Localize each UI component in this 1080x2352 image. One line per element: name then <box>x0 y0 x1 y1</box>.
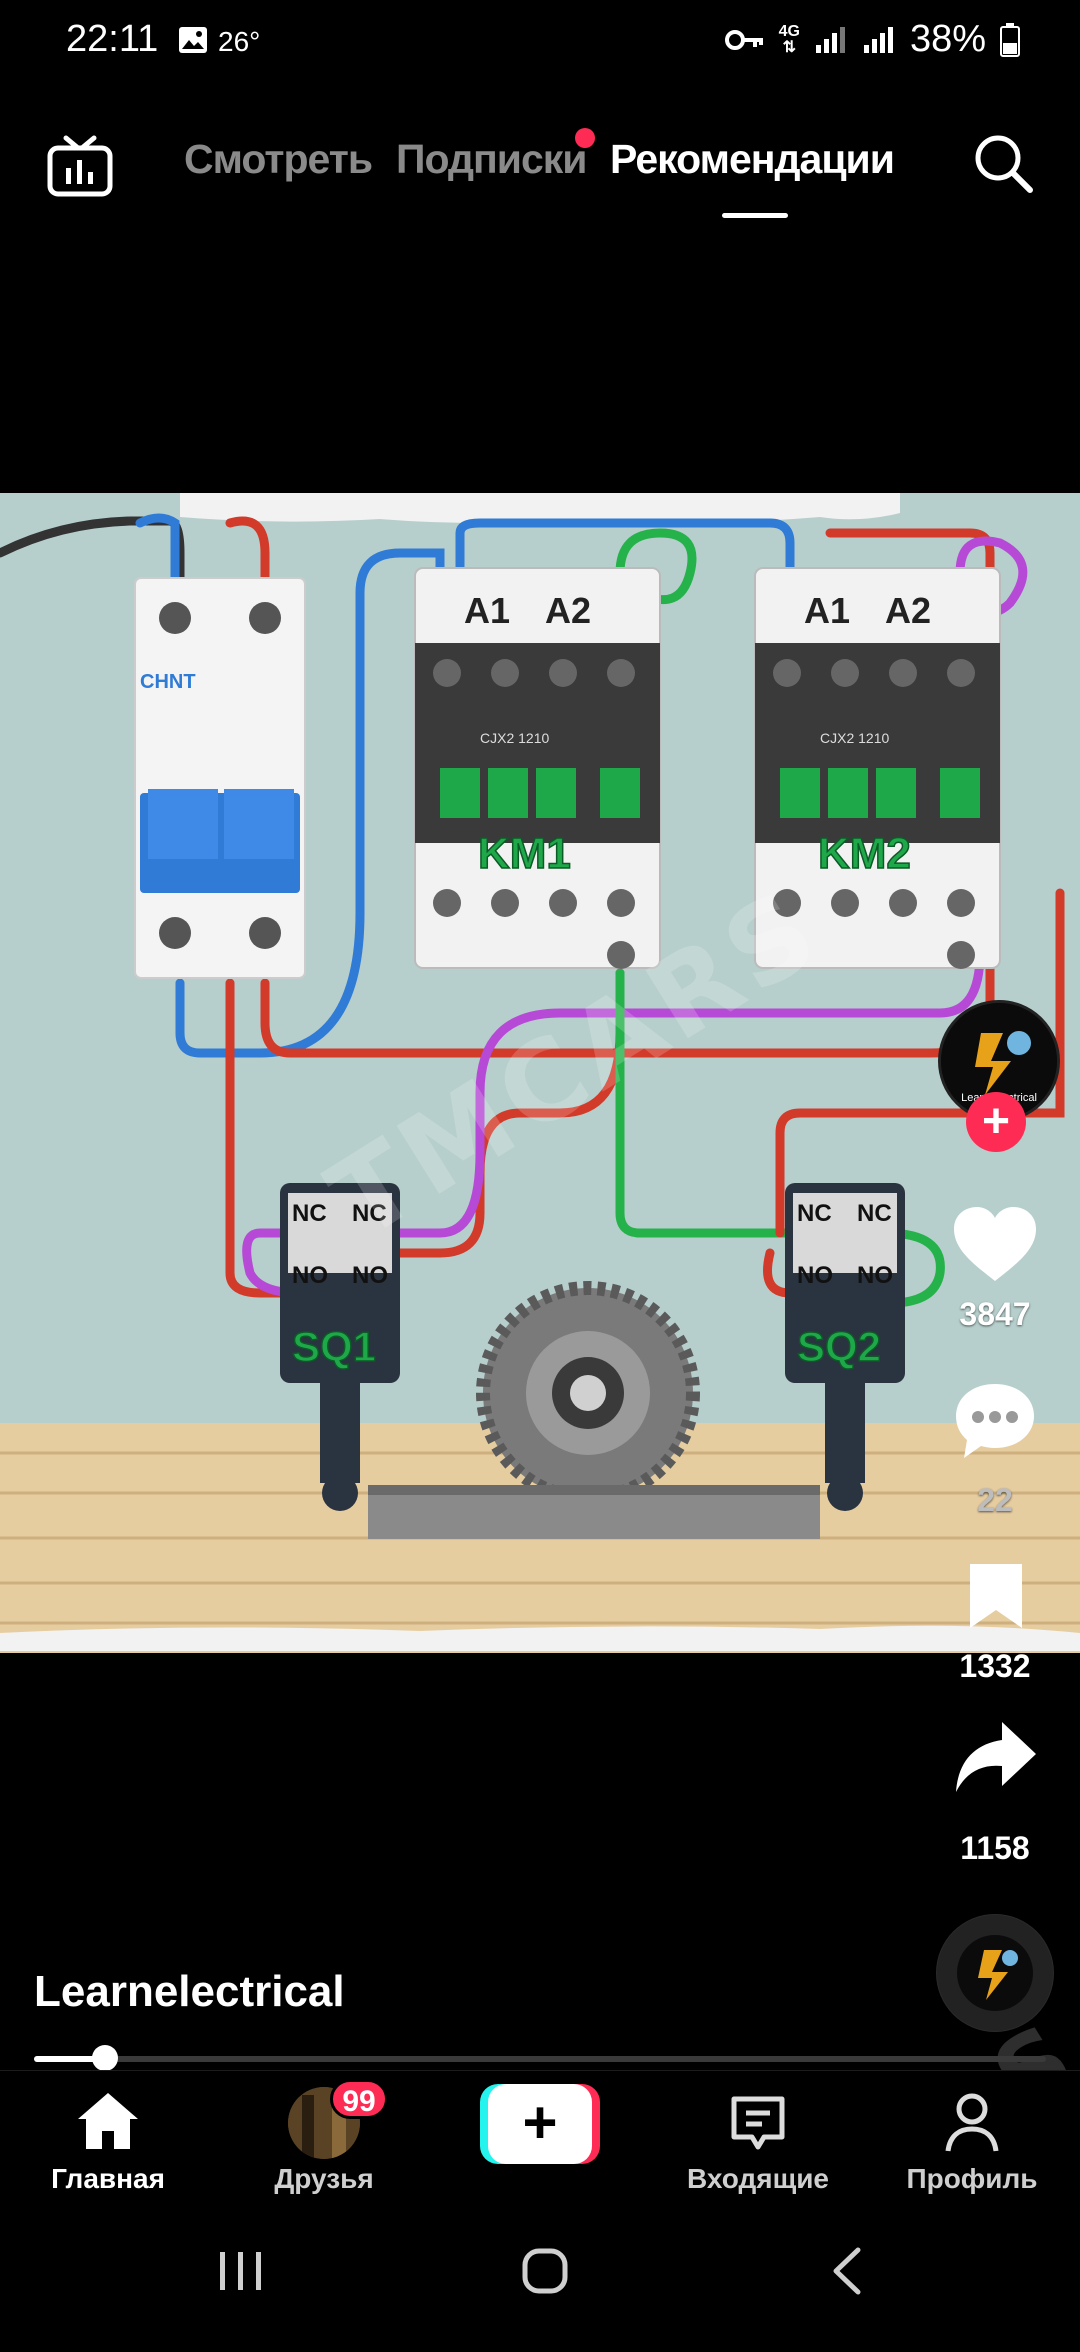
svg-text:A1: A1 <box>464 590 510 631</box>
status-time: 22:11 <box>66 18 159 60</box>
battery-percent: 38% <box>909 18 986 60</box>
active-tab-indicator <box>722 213 788 218</box>
svg-text:NO: NO <box>857 1262 893 1289</box>
comment-count: 22 <box>977 1482 1013 1518</box>
wiring-diagram-frame: CHNT A1 A2 CJX2 1210 KM1 A1 A2 <box>0 493 1080 1653</box>
svg-text:NC: NC <box>292 1200 327 1227</box>
svg-text:A2: A2 <box>885 590 931 631</box>
follow-button[interactable]: + <box>966 1092 1026 1152</box>
heart-icon[interactable] <box>952 1205 1038 1285</box>
status-right-group: 4G ⇅ 38% <box>724 18 1020 61</box>
data-arrows-icon: ⇅ <box>782 38 796 56</box>
save-count: 1332 <box>959 1648 1031 1684</box>
tab-inbox-label: Входящие <box>687 2163 829 2194</box>
svg-text:KM2: KM2 <box>818 829 911 878</box>
home-icon <box>78 2093 138 2149</box>
tab-friends-label: Друзья <box>274 2163 374 2194</box>
progress-knob[interactable] <box>92 2045 118 2071</box>
svg-text:NO: NO <box>352 1262 388 1289</box>
vpn-key-icon <box>724 29 763 50</box>
svg-text:CHNT: CHNT <box>140 671 196 693</box>
svg-text:SQ1: SQ1 <box>292 1323 376 1370</box>
share-count: 1158 <box>960 1830 1030 1866</box>
battery-icon <box>1000 22 1020 57</box>
home-nav-icon[interactable] <box>520 2246 570 2296</box>
network-indicator: 4G ⇅ <box>778 22 800 56</box>
network-type: 4G <box>778 22 800 40</box>
tab-watch[interactable]: Смотреть <box>184 136 373 182</box>
video-player[interactable]: CHNT A1 A2 CJX2 1210 KM1 A1 A2 <box>0 493 1080 1653</box>
svg-text:NC: NC <box>797 1200 832 1227</box>
share-icon[interactable] <box>954 1718 1038 1798</box>
profile-icon <box>945 2093 999 2152</box>
author-username[interactable]: Learnelectrical <box>34 1967 345 2016</box>
gallery-notification-icon <box>179 27 207 53</box>
circuit-breaker: CHNT <box>134 577 306 979</box>
status-temperature: 26° <box>218 26 261 57</box>
svg-text:NC: NC <box>857 1200 892 1227</box>
svg-text:KM1: KM1 <box>478 829 571 878</box>
svg-text:CJX2 1210: CJX2 1210 <box>480 730 549 746</box>
tab-recommendations[interactable]: Рекомендации <box>610 136 895 182</box>
svg-text:NC: NC <box>352 1200 387 1227</box>
contactor-km1: A1 A2 CJX2 1210 KM1 <box>414 567 661 969</box>
contactor-km2: A1 A2 CJX2 1210 KM2 <box>754 567 1001 969</box>
svg-text:SQ2: SQ2 <box>797 1323 881 1370</box>
limit-switch-sq2: NC NC NO NO SQ2 <box>785 1183 905 1511</box>
system-navigation-bar <box>0 2210 1080 2340</box>
friends-badge: 99 <box>330 2079 388 2119</box>
search-icon[interactable] <box>970 130 1036 196</box>
tab-subscriptions[interactable]: Подписки <box>396 136 587 182</box>
comment-icon[interactable] <box>952 1380 1038 1462</box>
svg-text:NO: NO <box>292 1262 328 1289</box>
signal-2-icon <box>863 26 893 53</box>
subscriptions-new-dot <box>575 128 595 148</box>
svg-text:A1: A1 <box>804 590 850 631</box>
bookmark-icon[interactable] <box>966 1560 1026 1632</box>
progress-track[interactable] <box>34 2056 1046 2062</box>
progress-fill <box>34 2056 105 2062</box>
svg-text:NO: NO <box>797 1262 833 1289</box>
top-navigation: Смотреть Подписки Рекомендации <box>0 120 1080 230</box>
tab-home-label: Главная <box>51 2163 165 2194</box>
signal-icon <box>815 26 845 53</box>
svg-text:CJX2 1210: CJX2 1210 <box>820 730 889 746</box>
live-tv-icon[interactable] <box>44 130 116 202</box>
create-button[interactable]: + <box>480 2084 600 2164</box>
svg-text:A2: A2 <box>545 590 591 631</box>
inbox-icon <box>731 2096 785 2150</box>
music-disc[interactable] <box>936 1914 1054 2032</box>
back-nav-icon[interactable] <box>826 2246 866 2296</box>
plus-icon: + <box>488 2084 592 2164</box>
tab-profile-label: Профиль <box>906 2163 1038 2194</box>
recent-apps-icon[interactable] <box>214 2246 266 2296</box>
status-bar: 22:11 26° 4G ⇅ 38% <box>0 0 1080 80</box>
gear-rack <box>368 1281 820 1539</box>
like-count: 3847 <box>959 1296 1031 1332</box>
limit-switch-sq1: NC NC NO NO SQ1 <box>280 1183 400 1511</box>
